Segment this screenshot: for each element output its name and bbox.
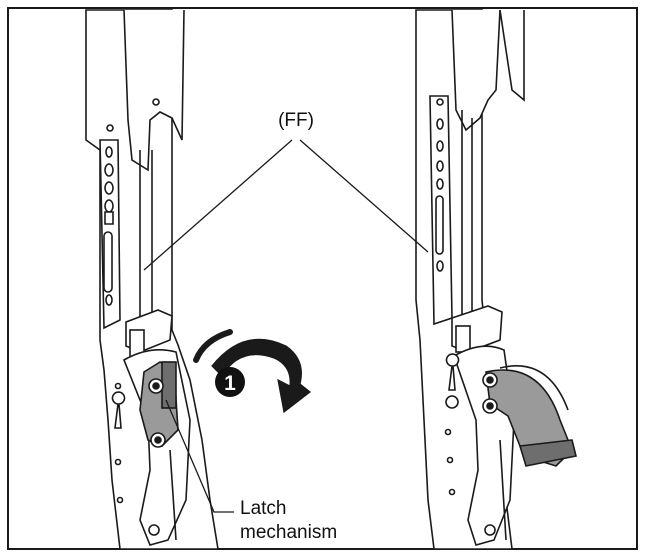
right-upper-arm	[451, 9, 501, 132]
right-hole-bottom	[484, 524, 496, 536]
left-slot-4	[104, 199, 114, 213]
left-slot-5	[104, 211, 114, 225]
latch-leader-line	[165, 399, 234, 513]
right-keyhole	[445, 353, 460, 391]
diagram-border	[7, 7, 638, 550]
right-bracket	[415, 9, 577, 550]
left-hole-top	[106, 124, 114, 132]
step-number: 1	[224, 372, 236, 395]
left-hole-arm	[152, 98, 160, 106]
latch-label-line2: mechanism	[240, 522, 337, 543]
ff-label: (FF)	[278, 110, 314, 131]
right-upper-arm-2	[499, 9, 525, 102]
left-bracket	[85, 9, 219, 550]
left-hole-mid	[114, 382, 122, 390]
left-long-slot	[103, 231, 113, 293]
latch-label-line1: Latch	[240, 498, 286, 519]
right-long-slot	[435, 195, 444, 255]
left-slot-3	[104, 181, 114, 195]
ff-leader-lines	[143, 139, 429, 271]
left-slot-6	[105, 294, 113, 306]
right-latch-foot	[518, 439, 577, 467]
left-upper-arm	[123, 9, 185, 172]
left-latch-lever	[161, 361, 177, 409]
left-hole-bottom	[148, 524, 160, 536]
rotation-arrow	[193, 329, 311, 414]
step-badge: 1	[215, 367, 245, 397]
left-slot-1	[105, 146, 113, 158]
left-slot-2	[104, 163, 114, 177]
left-keyhole	[111, 391, 126, 429]
